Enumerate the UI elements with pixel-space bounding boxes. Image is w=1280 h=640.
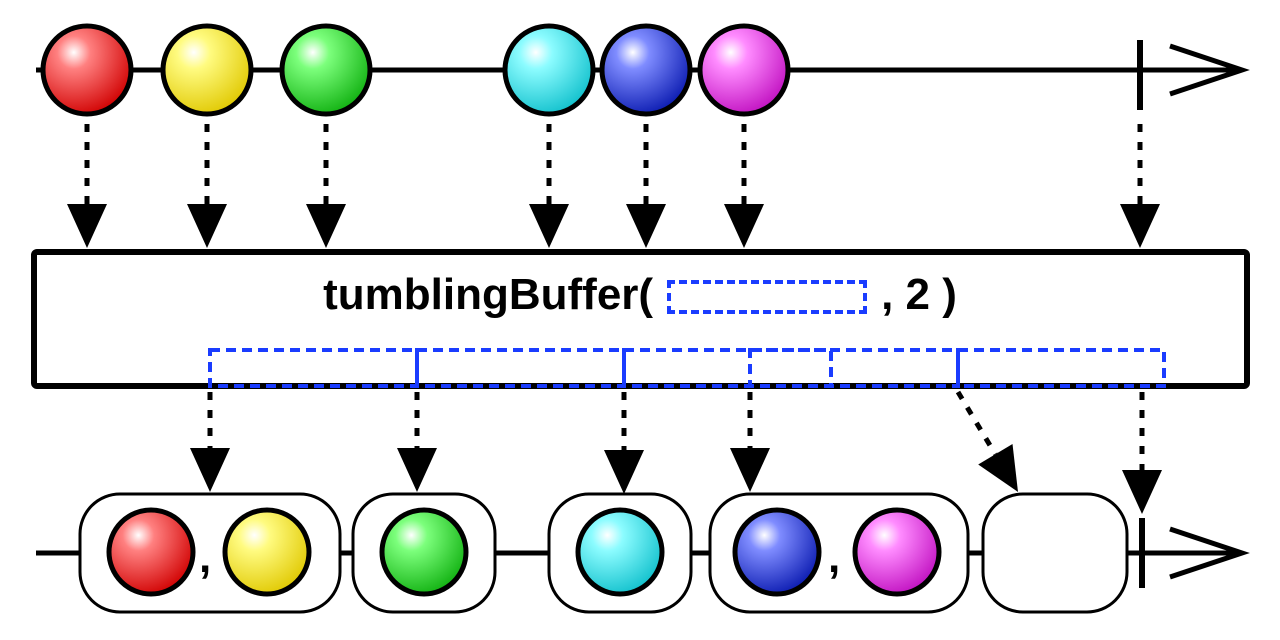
input-marble-cyan (502, 23, 596, 117)
output-arrow-4 (730, 392, 770, 492)
buffer-5 (981, 492, 1129, 614)
buffer-3 (547, 492, 693, 614)
buffer-marble-cyan (575, 507, 665, 597)
buffer-2 (351, 492, 497, 614)
buffer-marble-magenta (852, 507, 942, 597)
output-arrow-5 (955, 390, 1018, 492)
input-arrow-1 (67, 124, 107, 248)
output-arrow-2 (397, 392, 437, 492)
output-arrow-3 (604, 392, 644, 494)
output-arrow-6 (1122, 392, 1162, 514)
input-arrow-3 (306, 124, 346, 248)
buffer-marble-red (106, 507, 196, 597)
input-marble-red (40, 23, 134, 117)
input-marble-blue (599, 23, 693, 117)
buffer-marble-blue (732, 507, 822, 597)
input-marble-magenta (697, 23, 791, 117)
input-marble-yellow (160, 23, 254, 117)
output-arrow-1 (190, 392, 230, 492)
input-marble-green (279, 23, 373, 117)
output-arrows (190, 390, 1162, 514)
input-arrow-6 (724, 124, 764, 248)
input-arrows (67, 124, 1160, 248)
buffer-4 (708, 492, 970, 614)
window-boundaries (415, 350, 960, 386)
output-buffers (78, 492, 1129, 614)
buffer-marble-yellow (222, 507, 312, 597)
operator-box (31, 249, 1250, 389)
complete-arrow-in (1120, 124, 1160, 248)
input-marbles (40, 23, 791, 117)
input-arrow-5 (626, 124, 666, 248)
input-arrow-2 (187, 124, 227, 248)
input-arrow-4 (529, 124, 569, 248)
buffer-frame (981, 492, 1129, 614)
buffer-1 (78, 492, 342, 614)
buffer-marble-green (379, 507, 469, 597)
